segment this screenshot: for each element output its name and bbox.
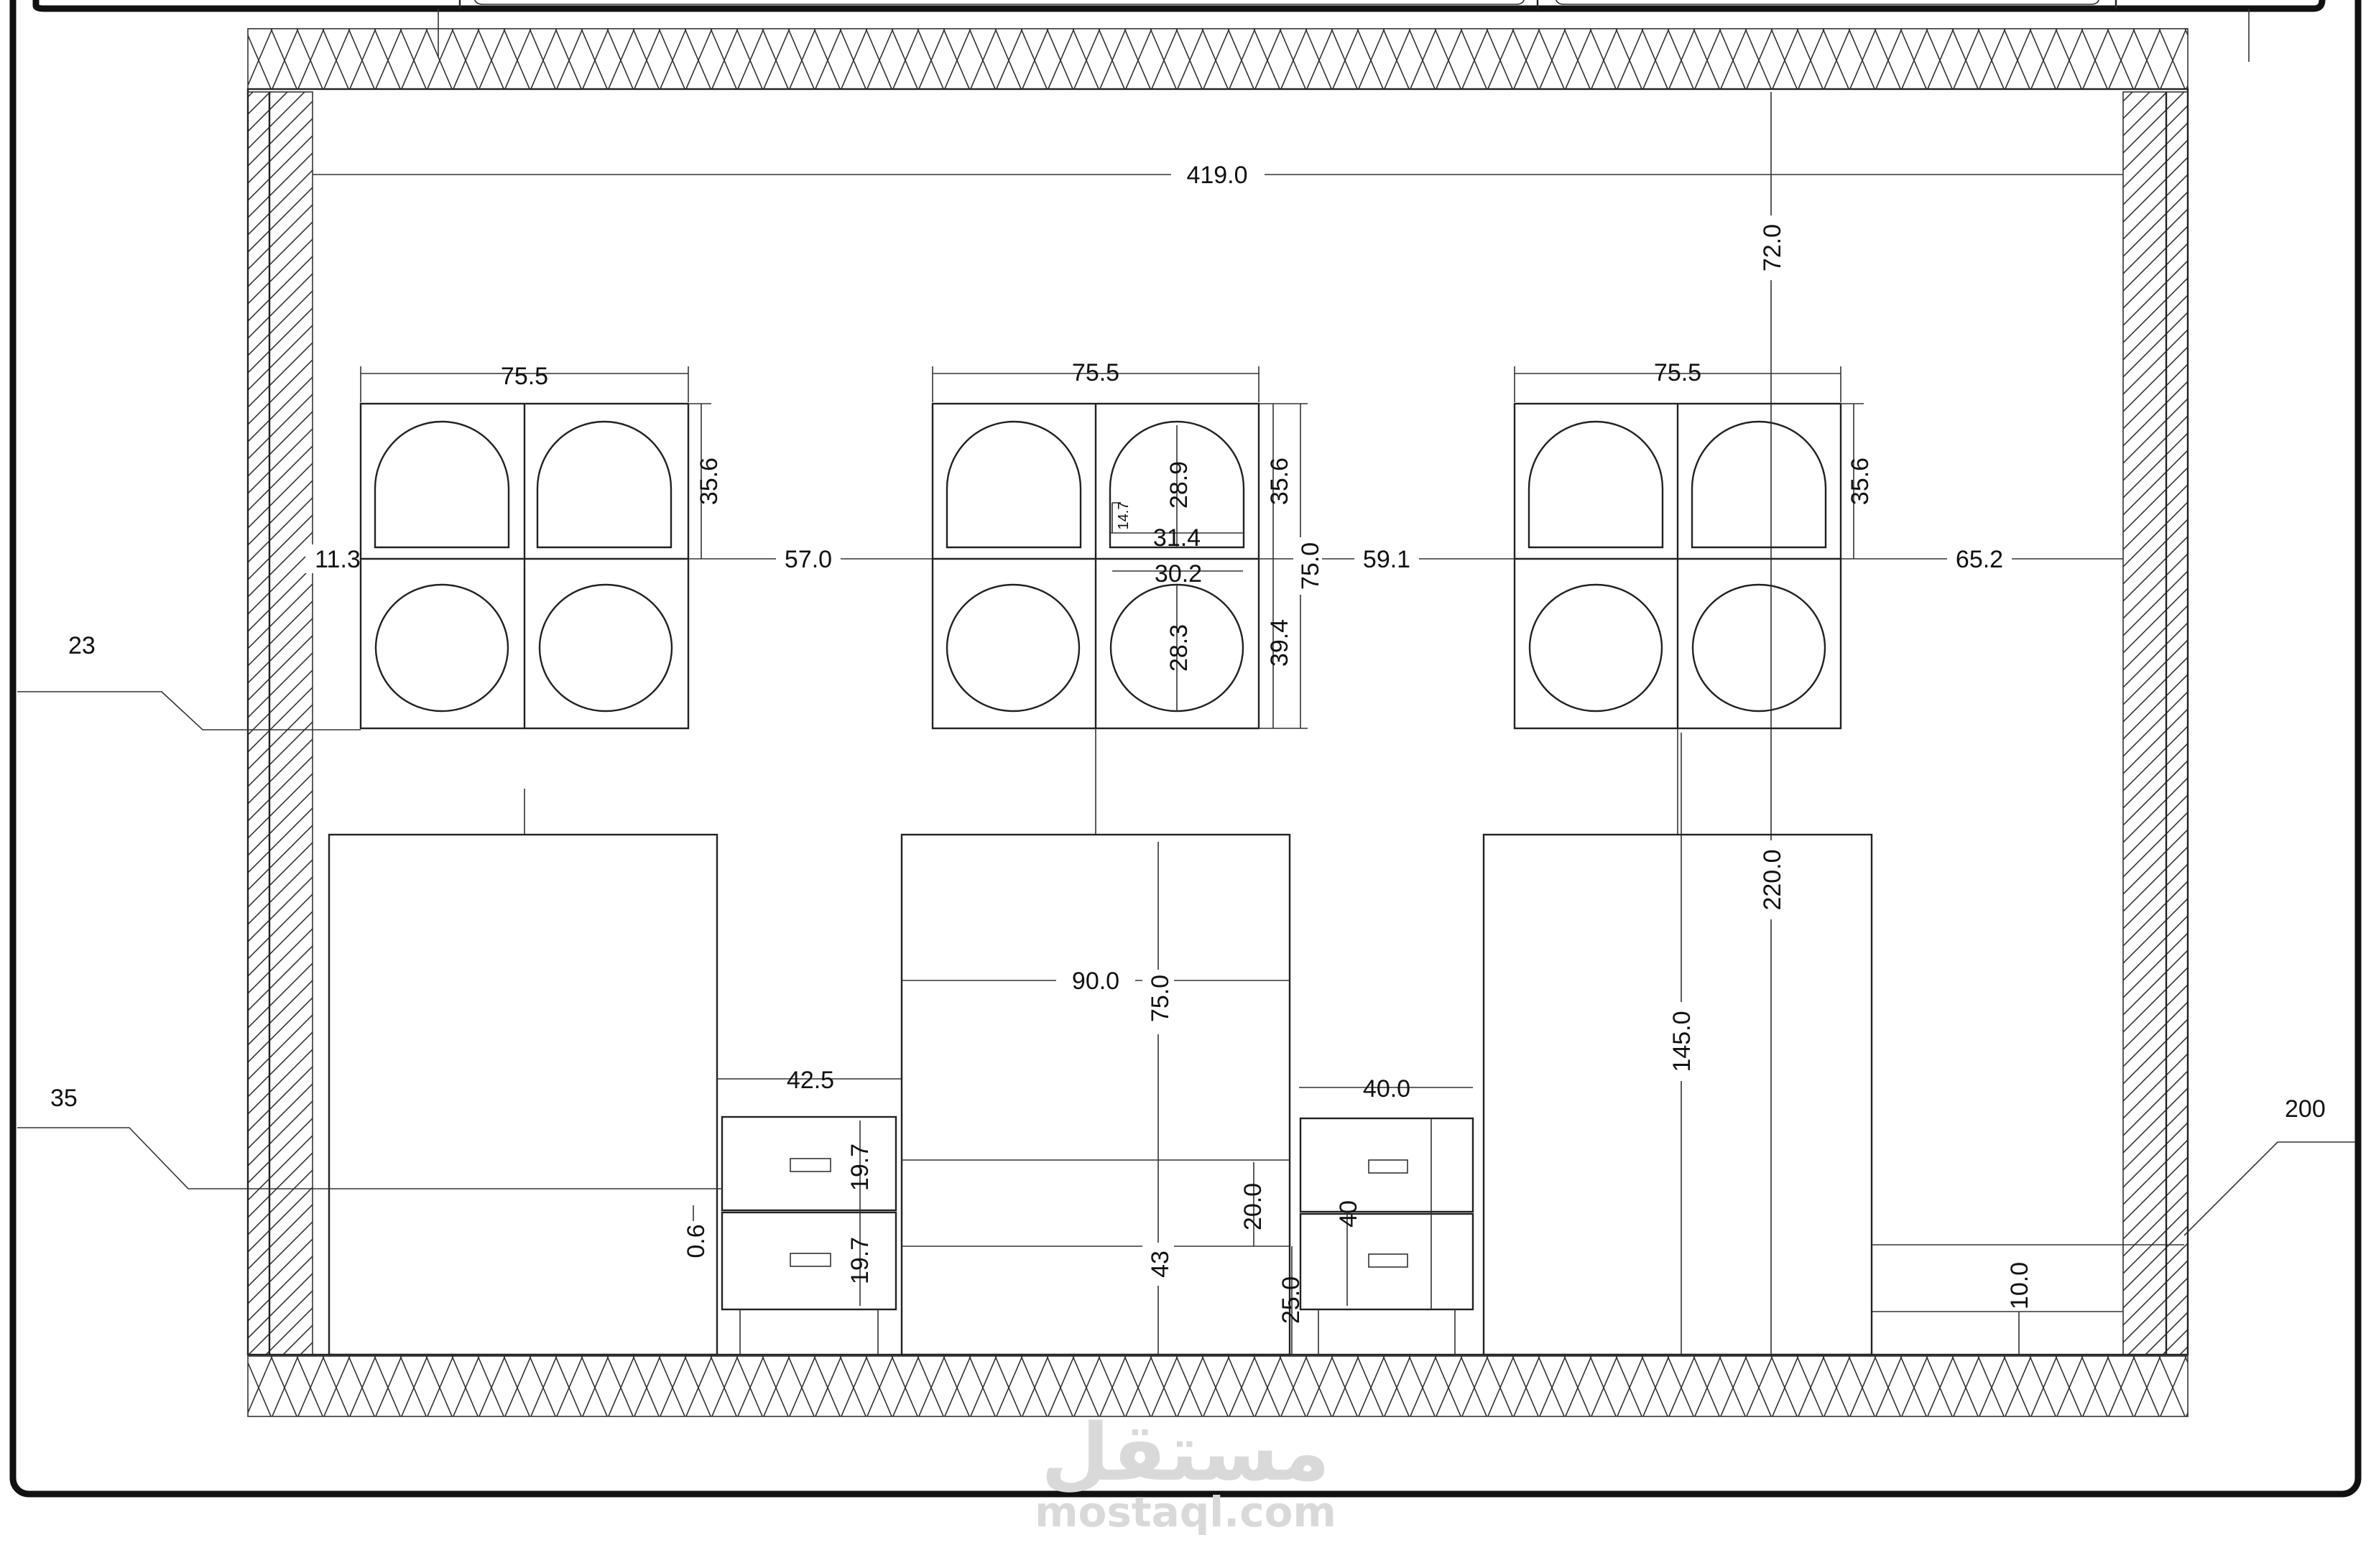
upper-cabinet-2: 75.5 28.9 14.7 31.4 30.2 28.3 35.6 39.4 … [931, 359, 1324, 730]
tag-leaders: 23 35 200 [17, 632, 2355, 1236]
label-drawer-2: 19.7 [846, 1237, 874, 1284]
upper-cabinet-1: 75.5 35.6 [359, 363, 723, 730]
label-upper-half-1: 35.6 [695, 458, 723, 505]
tag-35: 35 [50, 1085, 78, 1112]
label-right-top-height: 72.0 [1759, 224, 1786, 272]
label-gap-right: 65.2 [1956, 546, 2003, 573]
label-gap-1: 57.0 [785, 546, 832, 573]
center-cabinet: 90.0 75.0 43 20.0 25.0 [900, 833, 1305, 1356]
tag-23: 23 [68, 632, 96, 659]
label-upper-total-height: 75.0 [1297, 542, 1324, 590]
left-wall [247, 91, 313, 1355]
dim-right-verticals: 72.0 220.0 [1757, 92, 1786, 1356]
connector-lines [524, 728, 1678, 835]
label-arch-small: 14.7 [1116, 502, 1132, 530]
tag-200: 200 [2285, 1095, 2326, 1123]
dim-total-width: 419.0 [313, 159, 2123, 191]
label-upper-width-3: 75.5 [1654, 359, 1701, 386]
label-gap-2: 59.1 [1363, 546, 1410, 573]
label-room-height: 220.0 [1759, 849, 1786, 910]
label-upper-half-2: 35.6 [1266, 458, 1293, 505]
ceiling-hatch [247, 28, 2189, 90]
sheet-frame [9, 0, 2362, 1498]
right-wall [2122, 91, 2189, 1355]
wardrobe-right: 145.0 10.0 [1482, 733, 2184, 1356]
wardrobe-left [328, 833, 718, 1356]
nightstand-2: 40.0 40 [1299, 1075, 1474, 1355]
label-upper-width-1: 75.5 [501, 363, 548, 390]
label-arch-width: 31.4 [1153, 524, 1201, 552]
upper-cabinet-3: 75.5 35.6 [1513, 359, 1874, 730]
label-lower-half: 39.4 [1266, 619, 1293, 667]
label-upper-half-3: 35.6 [1847, 458, 1874, 505]
label-upper-width-2: 75.5 [1072, 359, 1119, 386]
label-arch-height: 28.9 [1165, 461, 1193, 509]
label-circle-width: 30.2 [1155, 560, 1202, 588]
label-desk-height: 43 [1147, 1251, 1174, 1278]
label-drawer-1: 19.7 [846, 1143, 874, 1191]
label-cabinet-width: 90.0 [1072, 968, 1119, 995]
label-desk-gap: 20.0 [1239, 1183, 1267, 1230]
label-nightstand-2-width: 40.0 [1363, 1075, 1410, 1103]
label-drawer-gap: 0.6 [683, 1224, 710, 1258]
label-tall-height: 145.0 [1668, 1011, 1696, 1072]
label-skirting: 10.0 [2006, 1262, 2033, 1309]
nightstand-1: 42.5 19.7 19.7 0.6 [683, 1067, 902, 1355]
label-total-width: 419.0 [1186, 162, 1247, 189]
label-cabinet-height: 75.0 [1147, 975, 1174, 1022]
label-nightstand-1-width: 42.5 [787, 1067, 834, 1094]
label-nightstand-2-height: 40 [1335, 1200, 1362, 1228]
label-gap-left: 11.3 [315, 546, 361, 573]
label-circle-height: 28.3 [1165, 624, 1193, 672]
floor-hatch [247, 1355, 2189, 1417]
